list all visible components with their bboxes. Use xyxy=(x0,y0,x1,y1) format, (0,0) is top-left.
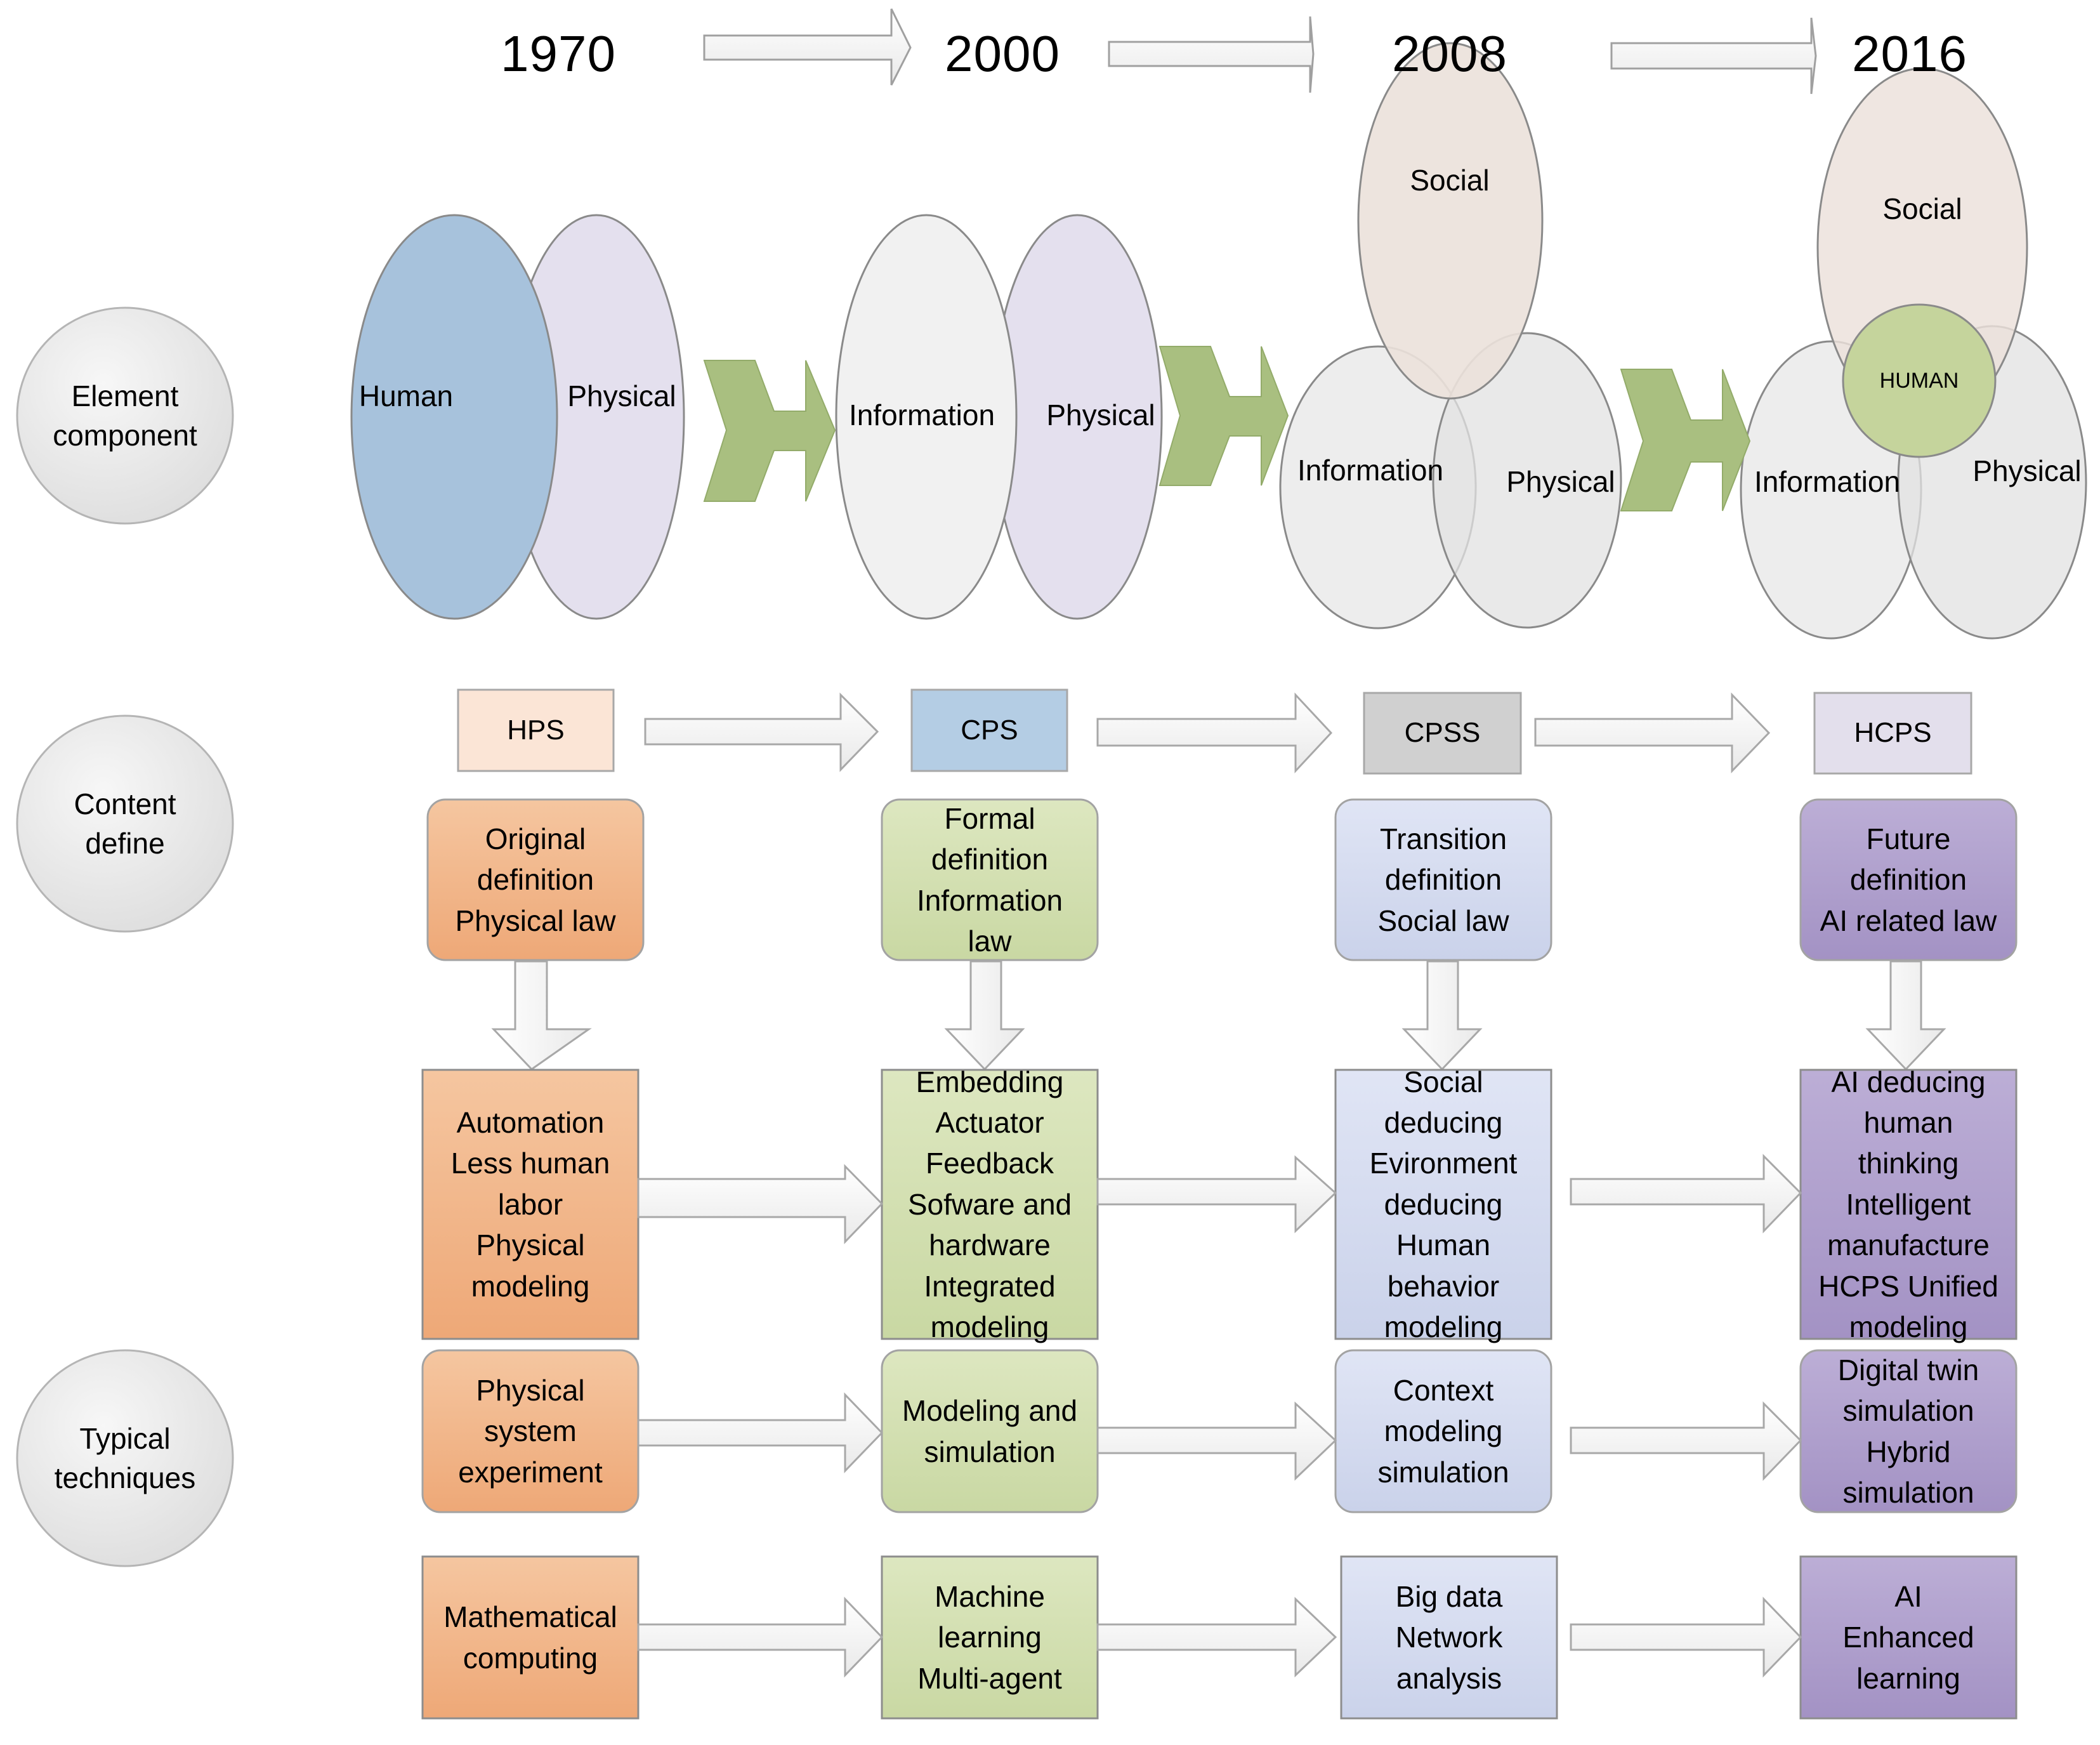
era-2008-ellipses xyxy=(1279,42,1622,629)
year-arrow-3 xyxy=(1610,17,1817,95)
row-circles xyxy=(16,306,234,1567)
ellipse-physical-2000 xyxy=(992,214,1163,620)
ellipse-human-1970 xyxy=(350,214,558,620)
ellipse-physical-2008 xyxy=(1432,332,1622,629)
green-chevrons xyxy=(703,346,1751,511)
tag-hps xyxy=(457,688,615,772)
era-2000-ellipses xyxy=(835,214,1163,620)
year-arrow-1 xyxy=(703,8,912,86)
year-arrows xyxy=(703,8,1817,95)
chevron-3 xyxy=(1620,369,1751,511)
row-circle-element xyxy=(16,306,234,525)
era-1970-ellipses xyxy=(350,214,685,620)
tag-hcps xyxy=(1813,692,1972,775)
technique-b-arrows xyxy=(637,1597,1802,1678)
tag-arrows xyxy=(644,692,1771,774)
technique-b-boxes xyxy=(421,1555,2018,1720)
tag-cpss xyxy=(1363,692,1522,775)
content-boxes xyxy=(421,1069,2018,1340)
definition-boxes xyxy=(426,798,2018,961)
chevron-2 xyxy=(1158,346,1289,486)
row-circle-content xyxy=(16,714,234,933)
chevron-1 xyxy=(703,360,836,502)
system-tags xyxy=(457,688,1972,775)
technique-a-arrows xyxy=(637,1392,1802,1481)
era-2016-ellipses xyxy=(1740,67,2087,640)
down-arrows xyxy=(491,960,1946,1071)
tag-cps xyxy=(910,688,1068,772)
ellipse-information-2000 xyxy=(835,214,1018,620)
content-arrows xyxy=(637,1154,1802,1244)
row-circle-techniques xyxy=(16,1349,234,1567)
technique-a-boxes xyxy=(421,1349,2018,1513)
ellipse-social-2008 xyxy=(1357,42,1544,400)
year-arrow-2 xyxy=(1108,16,1315,93)
circle-human-2016 xyxy=(1842,303,1997,458)
